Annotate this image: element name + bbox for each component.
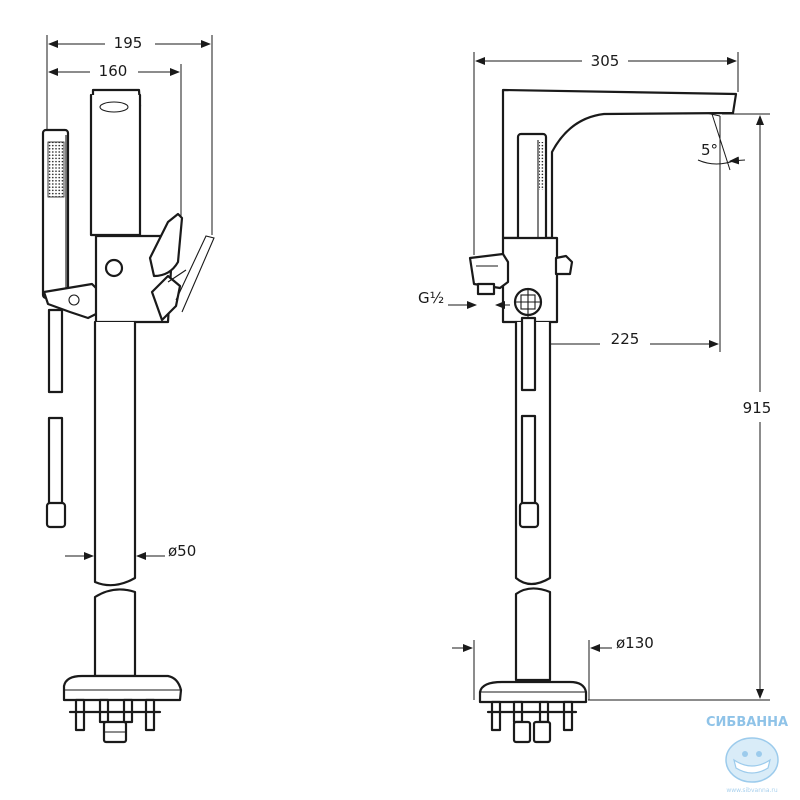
lever-handle-side: [148, 212, 215, 322]
valve-block-front: [468, 236, 574, 324]
dim-label-160: 160: [99, 62, 128, 80]
dimension-angle-5: 5°: [697, 113, 746, 175]
spout-front: [501, 88, 738, 240]
dimension-diameter-50: ø50: [65, 542, 196, 560]
dim-label-50: ø50: [168, 542, 196, 560]
dim-label-g-half: G½: [418, 289, 444, 307]
dimension-diameter-130: ø130: [452, 634, 654, 700]
dimension-305: 305: [473, 52, 739, 255]
sibvanna-logo: СИБВАННА www.sibvanna.ru: [706, 715, 788, 794]
dim-label-195: 195: [114, 34, 143, 52]
column-front: [514, 316, 552, 682]
dimension-160: 160: [48, 62, 182, 218]
base-front: [478, 680, 588, 744]
dim-label-305: 305: [591, 52, 620, 70]
side-view: 195 160: [41, 34, 215, 744]
dimension-g-half: G½: [418, 289, 510, 309]
dim-label-130: ø130: [616, 634, 654, 652]
dim-label-5deg: 5°: [701, 141, 718, 159]
front-view: 305 5°: [418, 52, 772, 744]
hand-shower-side: [41, 128, 102, 529]
dimension-915: 915: [588, 113, 772, 701]
dim-label-915: 915: [743, 399, 772, 417]
faucet-body-side: [62, 88, 183, 744]
logo-brand-text: СИБВАННА: [706, 715, 788, 730]
logo-url-text: www.sibvanna.ru: [726, 787, 778, 794]
dim-label-225: 225: [611, 330, 640, 348]
